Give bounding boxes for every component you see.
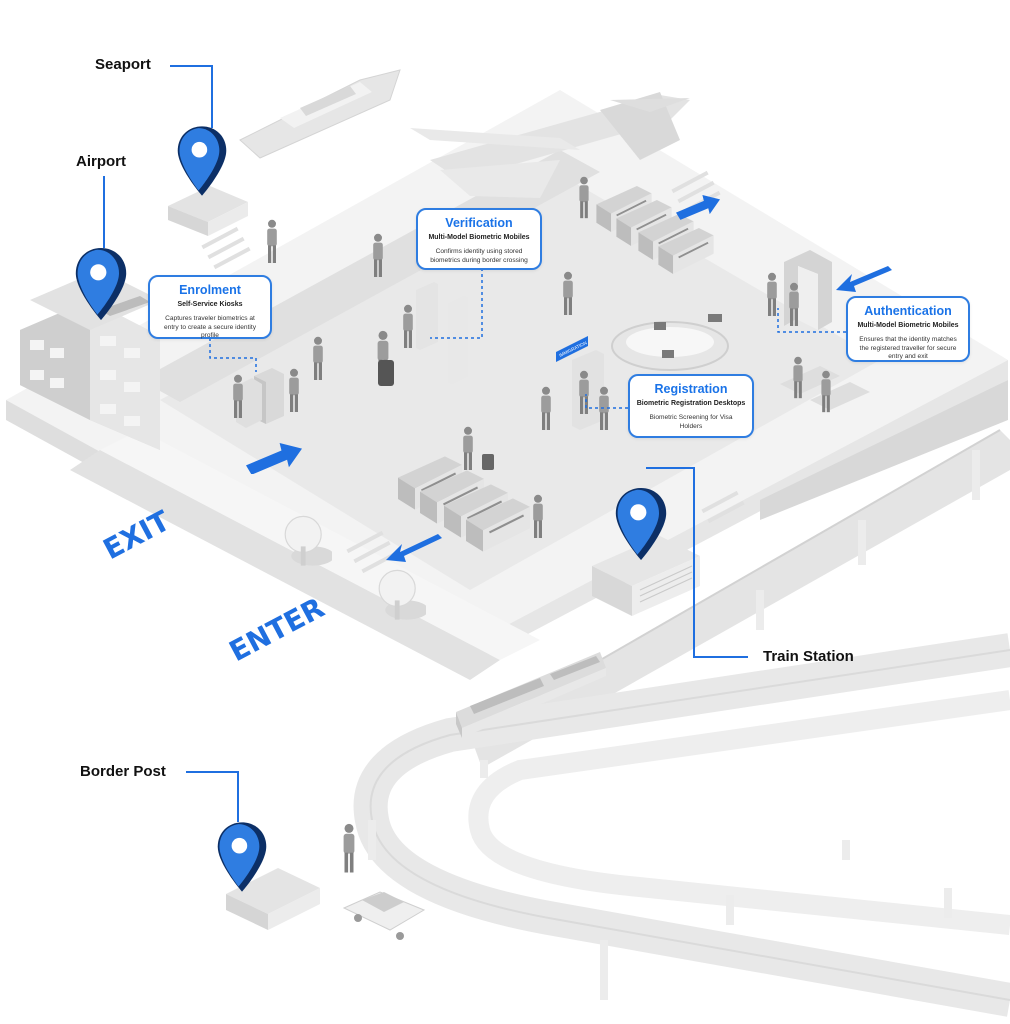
verification-card: Verification Multi-Model Biometric Mobil…: [416, 208, 542, 270]
seaport-base: [168, 186, 248, 236]
train: [456, 652, 606, 738]
airport-building: [20, 270, 160, 450]
registration-description: Biometric Screening for Visa Holders: [649, 414, 733, 430]
authentication-description: Ensures that the identity matches the re…: [859, 336, 957, 360]
authentication-card: Authentication Multi-Model Biometric Mob…: [846, 296, 970, 362]
kiosks: [236, 282, 604, 430]
exit-label: EXIT: [98, 504, 176, 566]
enrolment-title: Enrolment: [179, 283, 241, 297]
enter-label: ENTER: [224, 591, 330, 668]
arrow-icon: [836, 266, 892, 292]
airplane: [410, 92, 690, 198]
car: [342, 891, 426, 940]
ship: [239, 69, 401, 159]
train-station-building: [592, 536, 700, 616]
authentication-subtitle: Multi-Model Biometric Mobiles: [857, 322, 959, 329]
dashed-connectors: [209, 268, 846, 409]
map-pin-icon: [177, 126, 227, 196]
authentication-title: Authentication: [864, 304, 952, 318]
rail-track: [353, 429, 1010, 1017]
registration-title: Registration: [654, 382, 728, 396]
verification-subtitle: Multi-Model Biometric Mobiles: [428, 234, 530, 241]
border-post-building: [226, 868, 320, 930]
people: [233, 176, 831, 873]
leader-lines: [103, 65, 748, 822]
seaport-label: Seaport: [95, 56, 151, 73]
border-post-label: Border Post: [80, 763, 166, 780]
enrolment-subtitle: Self-Service Kiosks: [177, 301, 243, 308]
airport-label: Airport: [76, 153, 126, 170]
crosswalks: [201, 170, 745, 574]
verification-title: Verification: [445, 216, 513, 230]
verification-description: Confirms identity using stored biometric…: [430, 248, 528, 264]
registration-subtitle: Biometric Registration Desktops: [636, 400, 746, 407]
train-station-label: Train Station: [763, 648, 854, 665]
enrolment-description: Captures traveler biometrics at entry to…: [164, 315, 256, 339]
direction-arrows: [246, 195, 892, 562]
registration-card: Registration Biometric Registration Desk…: [628, 374, 754, 438]
enrolment-card: Enrolment Self-Service Kiosks Captures t…: [148, 275, 272, 339]
arrow-icon: [386, 534, 442, 562]
luggage-carousel: [611, 314, 729, 371]
